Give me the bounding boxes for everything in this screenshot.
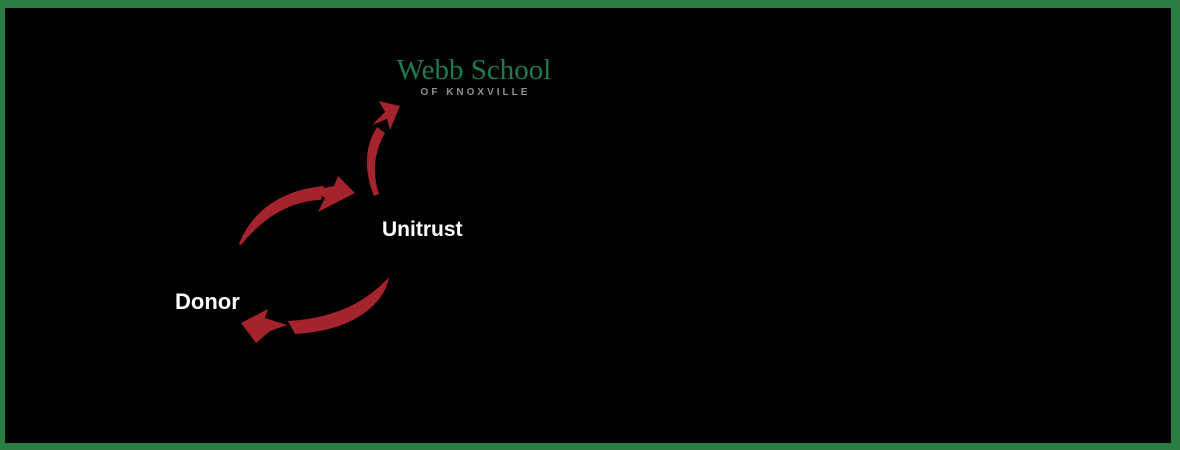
- webb-school-logo: Webb School OF KNOXVILLE: [396, 54, 552, 99]
- arrow-unitrust-to-donor-body: [288, 277, 389, 334]
- logo-title: Webb School: [396, 54, 552, 86]
- arrow-unitrust-to-donor-head: [241, 309, 287, 343]
- logo-subtitle: OF KNOXVILLE: [420, 87, 531, 99]
- arrow-unitrust-to-charity: [366, 101, 400, 196]
- unitrust-label: Unitrust: [382, 218, 463, 241]
- arrow-unitrust-to-charity-body: [366, 127, 385, 196]
- arrow-donor-to-unitrust-body: [239, 186, 324, 245]
- arrow-donor-to-unitrust-head: [314, 176, 355, 212]
- arrow-unitrust-to-donor: [241, 277, 389, 343]
- arrow-donor-to-unitrust: [239, 176, 355, 245]
- arrow-unitrust-to-charity-head: [372, 101, 400, 130]
- donor-label: Donor: [175, 289, 240, 314]
